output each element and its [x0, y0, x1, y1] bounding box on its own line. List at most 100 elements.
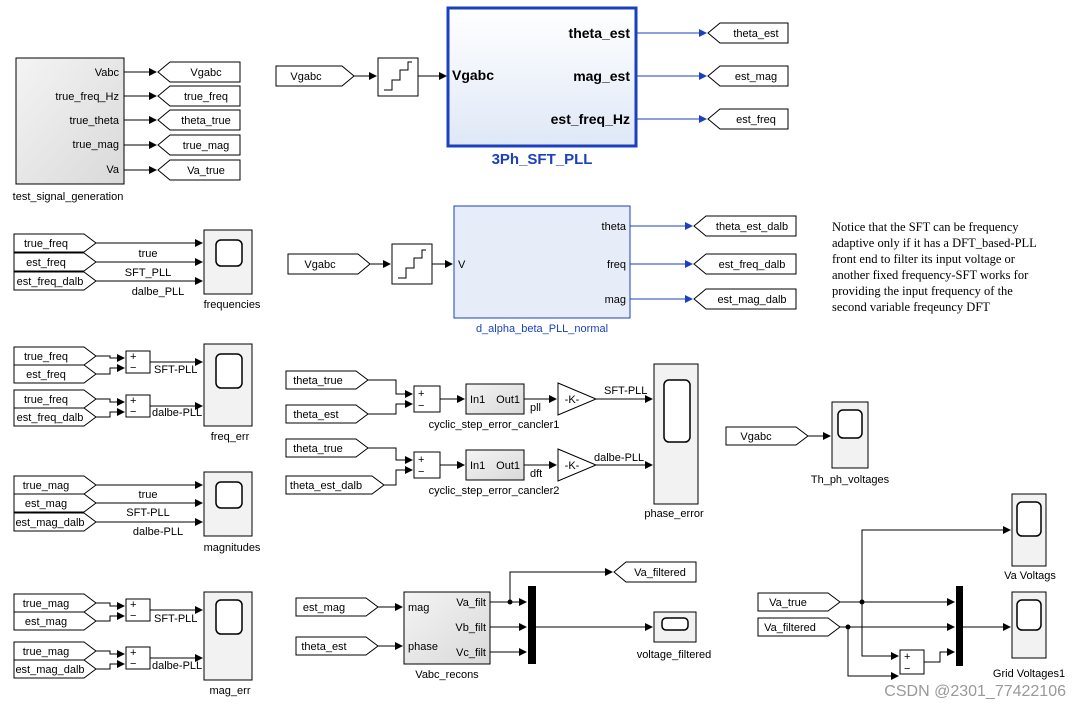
wire-label-dalbe-pll-4: dalbe-PLL [152, 660, 202, 672]
scope-grid-voltages-label: Grid Voltages1 [993, 668, 1065, 680]
goto-vgabc: Vgabc [190, 67, 222, 79]
from-est-mag-3: est_mag [303, 602, 345, 614]
from-est-freq: est_freq [26, 257, 66, 269]
svg-text:adaptive only if it has a DFT_: adaptive only if it has a DFT_based-PLL [832, 236, 1037, 250]
wire-label-true: true [139, 248, 158, 260]
sum-plus: + [418, 388, 424, 400]
sft-pll-row[interactable]: Vgabc Vgabc theta_est mag_est est_freq_H… [275, 6, 789, 168]
scope-frequencies-label: frequencies [204, 299, 261, 311]
dalb-out-mag: mag [605, 294, 626, 306]
port-vabc: Vabc [95, 67, 120, 79]
scope-th-ph-voltages-label: Th_ph_voltages [811, 474, 890, 486]
th-ph-voltages-group[interactable]: Vgabc Th_ph_voltages [725, 401, 890, 486]
from-true-freq-2: true_freq [24, 351, 68, 363]
from-est-mag: est_mag [25, 498, 67, 510]
scope-voltage-filtered-label: voltage_filtered [637, 649, 712, 661]
cancler2-in: In1 [470, 460, 485, 472]
goto-est-freq: est_freq [736, 114, 776, 126]
cancler1-label: cyclic_step_error_cancler1 [429, 419, 560, 431]
scope-freq-err-label: freq_err [211, 431, 250, 443]
grid-voltages-group[interactable]: Va_true Va_filtered + − Va Voltags Grid … [757, 493, 1065, 680]
sft-pll-out-theta: theta_est [569, 25, 631, 41]
mag-err-group[interactable]: true_mag est_mag true_mag est_mag_dalb +… [13, 591, 253, 697]
sft-pll-out-mag: mag_est [573, 68, 630, 84]
wire-label-dft: dft [530, 468, 542, 480]
svg-text:providing the input frequency: providing the input frequency of the [832, 284, 1013, 298]
cancler1-out: Out1 [496, 394, 520, 406]
from-true-freq: true_freq [24, 238, 68, 250]
svg-text:front end to filter its input: front end to filter its input voltage or [832, 252, 1016, 266]
dalb-out-freq: freq [607, 259, 626, 271]
from-vgabc-2: Vgabc [304, 259, 336, 271]
sum-plus: + [130, 395, 136, 407]
wire-label-sft-pll-2: SFT-PLL [154, 364, 197, 376]
goto-true-mag: true_mag [183, 140, 229, 152]
sft-pll-input-port: Vgabc [452, 67, 494, 83]
port-true-mag: true_mag [73, 139, 119, 151]
annotation-note: Notice that the SFT can be frequency ada… [832, 220, 1037, 314]
dalb-pll-name: d_alpha_beta_PLL_normal [476, 323, 608, 335]
sum-plus: + [904, 651, 910, 663]
dalb-out-theta: theta [602, 221, 627, 233]
test-signal-generation-block[interactable]: Vabc true_freq_Hz true_theta true_mag Va [15, 57, 125, 185]
sum-minus: − [130, 658, 136, 670]
vabc-recons-group[interactable]: est_mag theta_est mag phase Va_filt Vb_f… [295, 561, 712, 681]
sft-pll-out-freq: est_freq_Hz [551, 111, 630, 127]
sum-minus: − [130, 406, 136, 418]
svg-text:second variable freqeuncy DFT: second variable freqeuncy DFT [832, 300, 990, 314]
wire-label-dalbe-pll-2: dalbe-PLL [152, 407, 202, 419]
wire-label-dalbe-pll: dalbe_PLL [132, 286, 185, 298]
dalb-input-port: V [458, 259, 466, 271]
from-theta-true: theta_true [293, 375, 343, 387]
from-vgabc-3: Vgabc [740, 431, 772, 443]
from-est-mag-2: est_mag [25, 616, 67, 628]
from-est-freq-dalb-2: est_freq_dalb [17, 412, 84, 424]
goto-va-filtered: Va_filtered [634, 567, 686, 579]
scope-phase-error-label: phase_error [644, 508, 704, 520]
sum-plus: + [130, 647, 136, 659]
from-theta-est-2: theta_est [301, 641, 346, 653]
wire-label-dalbe-pll-5: dalbe-PLL [594, 452, 644, 464]
goto-true-freq: true_freq [184, 91, 228, 103]
dalb-pll-row[interactable]: Vgabc V theta freq mag d_alpha_beta_PLL_… [287, 205, 797, 335]
sum-minus: − [418, 400, 424, 412]
from-theta-true-2: theta_true [293, 443, 343, 455]
goto-va-true: Va_true [187, 165, 225, 177]
wire-label-sft-pll-4: SFT-PLL [154, 613, 197, 625]
sft-pll-name: 3Ph_SFT_PLL [492, 151, 593, 168]
from-est-freq-dalb: est_freq_dalb [17, 276, 84, 288]
watermark: CSDN @2301_77422106 [884, 683, 1066, 700]
goto-theta-est-dalb: theta_est_dalb [716, 221, 788, 233]
recons-out-vb: Vb_filt [455, 622, 486, 634]
recons-in-phase: phase [408, 641, 438, 653]
svg-text:Notice that the SFT can be fre: Notice that the SFT can be frequency [832, 220, 1019, 234]
test-signal-generation-label: test_signal_generation [13, 191, 124, 203]
recons-out-va: Va_filt [456, 597, 486, 609]
from-est-mag-dalb-2: est_mag_dalb [15, 664, 84, 676]
sum-minus: − [130, 610, 136, 622]
cancler2-label: cyclic_step_error_cancler2 [429, 485, 560, 497]
from-true-mag-3: true_mag [23, 646, 69, 658]
frequencies-group[interactable]: true_freq est_freq est_freq_dalb true SF… [13, 229, 261, 311]
goto-est-mag: est_mag [735, 71, 777, 83]
scope-va-voltags-label: Va Voltags [1004, 570, 1056, 582]
recons-out-vc: Vc_filt [456, 647, 486, 659]
phase-error-group[interactable]: theta_true theta_est theta_true theta_es… [285, 363, 704, 520]
recons-in-mag: mag [408, 602, 429, 614]
scope-mag-err-label: mag_err [210, 685, 251, 697]
sum-plus: + [418, 454, 424, 466]
sum-plus: + [130, 599, 136, 611]
sum-minus: − [418, 466, 424, 478]
magnitudes-group[interactable]: true_mag est_mag est_mag_dalb true SFT-P… [13, 471, 261, 554]
from-est-mag-dalb: est_mag_dalb [15, 517, 84, 529]
wire-label-sft-pll: SFT_PLL [125, 267, 171, 279]
cancler2-out: Out1 [496, 460, 520, 472]
goto-tags-top[interactable]: Vgabc true_freq theta_true true_mag Va_t… [124, 61, 241, 181]
from-va-filtered: Va_filtered [764, 622, 816, 634]
port-true-theta: true_theta [69, 115, 119, 127]
freq-err-group[interactable]: true_freq est_freq true_freq est_freq_da… [13, 343, 253, 443]
vabc-recons-label: Vabc_recons [415, 669, 479, 681]
wire-label-pll: pll [530, 402, 541, 414]
from-est-freq-2: est_freq [26, 369, 66, 381]
goto-est-mag-dalb: est_mag_dalb [717, 294, 786, 306]
